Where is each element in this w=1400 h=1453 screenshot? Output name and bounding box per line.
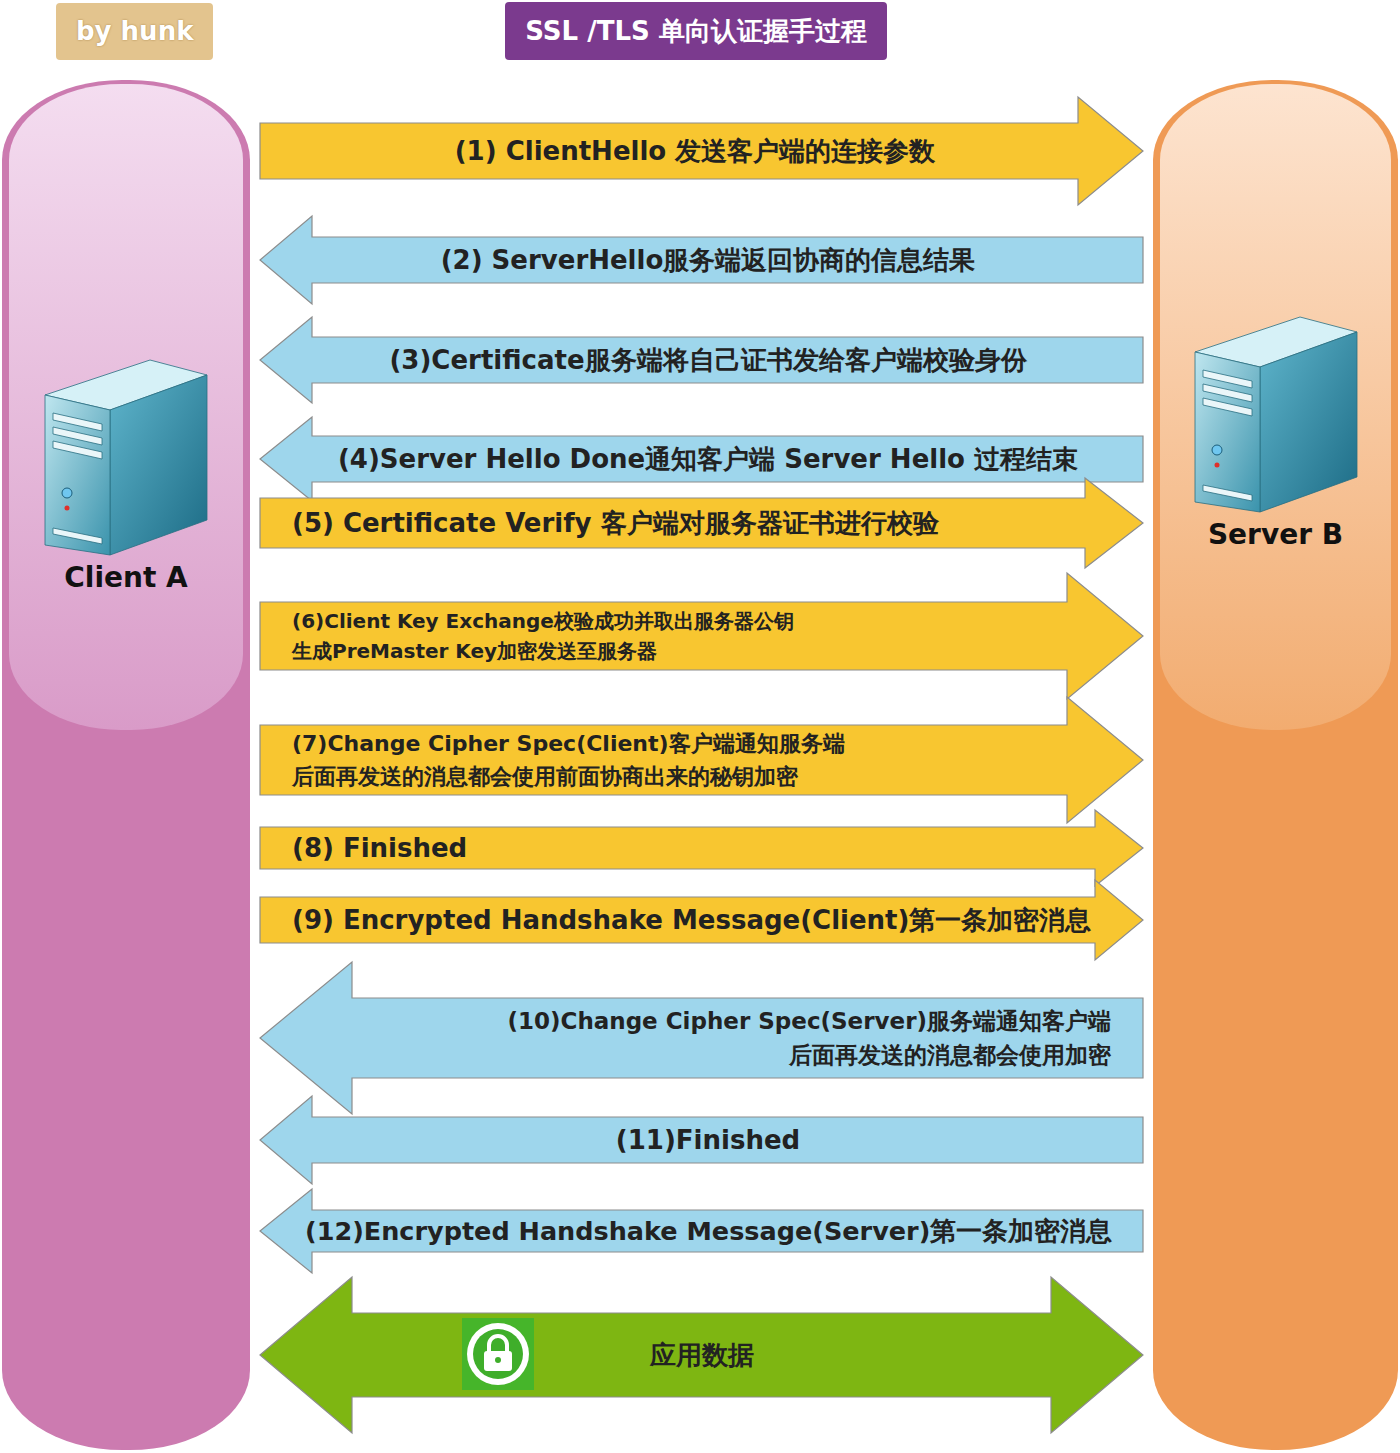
message-arrow <box>260 880 1143 960</box>
message-label: (3)Certificate服务端将自己证书发给客户端校验身份 <box>305 341 1111 380</box>
icon-front <box>45 395 110 555</box>
message-label: (8) Finished <box>292 829 1098 868</box>
endpoint-column: Server B <box>1153 80 1398 1450</box>
message-label: (4)Server Hello Done通知客户端 Server Hello 过… <box>305 440 1111 479</box>
column-highlight <box>9 84 243 730</box>
lock-disc <box>473 1329 523 1379</box>
lock-shackle <box>489 1336 507 1352</box>
message-label: (12)Encrypted Handshake Message(Server)第… <box>305 1212 1111 1250</box>
message-label: (5) Certificate Verify 客户端对服务器证书进行校验 <box>292 504 1098 543</box>
message-arrow <box>260 478 1143 568</box>
server-icon <box>1195 317 1357 512</box>
column-body <box>2 80 250 1450</box>
endpoint-column: Client A <box>2 80 250 1450</box>
icon-slot <box>53 441 102 459</box>
message-label: (2) ServerHello服务端返回协商的信息结果 <box>305 241 1111 280</box>
column-shape <box>1153 80 1398 1450</box>
author-tag: by hunk <box>56 3 213 60</box>
column-shape <box>2 80 250 1450</box>
server-icon <box>45 360 207 555</box>
message-arrow <box>260 417 1143 501</box>
message-label: (9) Encrypted Handshake Message(Client)第… <box>292 901 1098 940</box>
message-arrow <box>260 1096 1143 1184</box>
icon-button <box>1212 445 1222 455</box>
message-label: (1) ClientHello 发送客户端的连接参数 <box>292 132 1098 171</box>
icon-side <box>110 375 207 555</box>
lock-keyhole <box>495 1357 501 1363</box>
title-banner: SSL /TLS 单向认证握手过程 <box>505 2 886 60</box>
column-highlight <box>1160 84 1391 730</box>
icon-button <box>62 488 72 498</box>
lock-badge <box>462 1318 534 1390</box>
message-arrow <box>260 573 1143 699</box>
lock-body <box>484 1351 512 1371</box>
message-arrow <box>260 810 1143 886</box>
icon-slot <box>1203 485 1252 501</box>
lock-ring <box>467 1323 529 1385</box>
message-label: (10)Change Cipher Spec(Server)服务端通知客户端 后… <box>411 1004 1111 1073</box>
message-arrow <box>260 1277 1143 1433</box>
icon-front <box>1195 352 1260 512</box>
message-label: (11)Finished <box>305 1121 1111 1160</box>
icon-slot <box>53 528 102 544</box>
icon-slot <box>1203 398 1252 416</box>
message-arrow <box>260 97 1143 205</box>
endpoint-name: Client A <box>2 561 250 594</box>
message-arrow <box>260 697 1143 823</box>
message-arrow <box>260 317 1143 403</box>
message-label: (7)Change Cipher Spec(Client)客户端通知服务端 后面… <box>292 727 1012 793</box>
message-arrow <box>260 1189 1143 1273</box>
message-arrow <box>260 216 1143 304</box>
lock-icon <box>462 1318 534 1390</box>
icon-led <box>1215 463 1220 468</box>
endpoint-name: Server B <box>1153 518 1398 551</box>
message-label: 应用数据 <box>352 1336 1051 1375</box>
message-arrow <box>260 962 1143 1114</box>
column-body <box>1153 80 1398 1450</box>
message-label: (6)Client Key Exchange校验成功并取出服务器公钥 生成Pre… <box>292 606 882 666</box>
icon-side <box>1260 332 1357 512</box>
icon-led <box>65 506 70 511</box>
